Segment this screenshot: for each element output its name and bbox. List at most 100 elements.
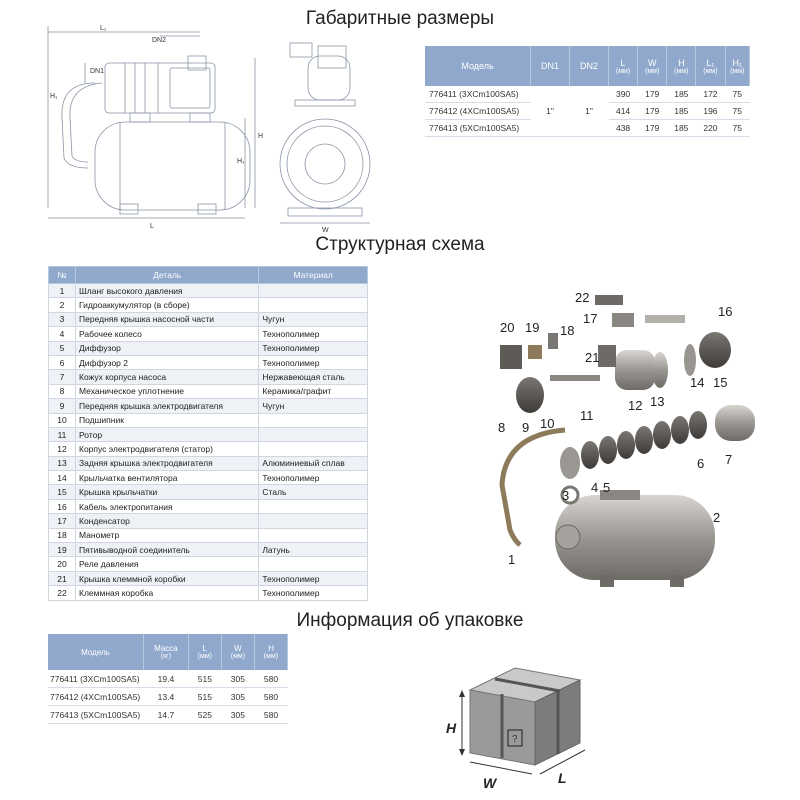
- parts-cell-part: Корпус электродвигателя (статор): [74, 441, 260, 457]
- exploded-label-17: 17: [583, 311, 598, 326]
- parts-cell-part: Передняя крышка электродвигателя: [74, 398, 260, 414]
- parts-cell-material: [258, 498, 368, 515]
- parts-cell-num: 3: [48, 311, 76, 328]
- pack-header-mass: Масса(кг): [143, 634, 189, 670]
- parts-cell-part: Шланг высокого давления: [74, 282, 260, 299]
- table-row: 776411 (3XCm100SA5) 19.4 515 305 580: [48, 670, 288, 688]
- motor-stator-illustration: [615, 350, 655, 390]
- parts-cell-material: Технополимер: [258, 585, 368, 601]
- exploded-label-20: 20: [500, 320, 515, 335]
- dim-header-w: W(мм): [637, 46, 668, 86]
- exploded-label-16: 16: [718, 304, 733, 319]
- dim-header-l: L(мм): [608, 46, 639, 86]
- parts-cell-material: Алюминиевый сплав: [258, 455, 368, 472]
- parts-cell-part: Гидроаккумулятор (в сборе): [74, 297, 260, 313]
- exploded-label-19: 19: [525, 320, 540, 335]
- parts-cell-num: 22: [48, 585, 76, 601]
- exploded-label-14: 14: [690, 375, 705, 390]
- table-row: 776412 (4XCm100SA5) 13.4 515 305 580: [48, 687, 288, 706]
- parts-cell-material: [258, 556, 368, 572]
- parts-cell-part: Диффузор 2: [74, 354, 260, 371]
- parts-cell-material: Технополимер: [258, 470, 368, 486]
- parts-cell-part: Кожух корпуса насоса: [74, 369, 260, 385]
- parts-cell-material: Латунь: [258, 542, 368, 558]
- dim-label-w: W: [322, 227, 329, 233]
- dim-label-dn1: DN1: [90, 68, 104, 75]
- dim-header-dn1: DN1: [530, 46, 570, 86]
- parts-cell-num: 6: [48, 354, 76, 371]
- parts-cell-part: Крышка крыльчатки: [74, 484, 260, 500]
- parts-cell-material: Чугун: [258, 398, 368, 414]
- dim-label-h1: H₁: [237, 158, 245, 165]
- parts-cell-material: [258, 297, 368, 313]
- parts-cell-part: Подшипник: [74, 412, 260, 428]
- dim-label-h: H: [258, 133, 263, 140]
- parts-cell-num: 9: [48, 398, 76, 414]
- parts-cell-material: [258, 527, 368, 544]
- exploded-label-7: 7: [725, 452, 733, 467]
- parts-cell-material: [258, 412, 368, 428]
- exploded-label-10: 10: [540, 416, 555, 431]
- parts-cell-part: Конденсатор: [74, 513, 260, 529]
- pump-casing-illustration: [715, 405, 755, 441]
- dim-header-l1: L₁(мм): [695, 46, 726, 86]
- parts-cell-part: Крыльчатка вентилятора: [74, 470, 260, 486]
- parts-cell-material: [258, 513, 368, 529]
- parts-cell-num: 11: [48, 426, 76, 443]
- box-label-l: L: [558, 770, 567, 786]
- exploded-label-13: 13: [650, 394, 665, 409]
- pump-front-view-drawing: W: [279, 42, 371, 233]
- exploded-label-2: 2: [713, 510, 721, 525]
- parts-cell-num: 19: [48, 542, 76, 558]
- pack-header-l: L(мм): [188, 634, 222, 670]
- exploded-label-22: 22: [575, 290, 590, 305]
- exploded-label-3: 3: [562, 488, 570, 503]
- parts-cell-material: [258, 282, 368, 299]
- exploded-label-12: 12: [628, 398, 643, 413]
- parts-cell-num: 20: [48, 556, 76, 572]
- box-label-w: W: [483, 775, 497, 791]
- pump-side-view-drawing: L₁ DN2 DN1 H₁ H H₁ L: [47, 25, 263, 230]
- pack-header-h: H(мм): [254, 634, 289, 670]
- parts-cell-part: Задняя крышка электродвигателя: [74, 455, 260, 472]
- parts-header-number: №: [48, 266, 76, 284]
- box-label-h: H: [446, 720, 457, 736]
- parts-cell-num: 10: [48, 412, 76, 428]
- pack-header-model: Модель: [48, 634, 144, 670]
- parts-cell-part: Диффузор: [74, 340, 260, 356]
- parts-cell-part: Клеммная коробка: [74, 585, 260, 601]
- exploded-label-21: 21: [585, 350, 600, 365]
- exploded-label-6: 6: [697, 456, 705, 471]
- parts-cell-num: 17: [48, 513, 76, 529]
- parts-cell-part: Пятивыводной соединитель: [74, 542, 260, 558]
- parts-cell-part: Ротор: [74, 426, 260, 443]
- parts-cell-num: 13: [48, 455, 76, 472]
- exploded-label-9: 9: [522, 420, 530, 435]
- parts-cell-part: Рабочее колесо: [74, 326, 260, 342]
- dim-header-dn2: DN2: [569, 46, 609, 86]
- exploded-label-11: 11: [580, 408, 594, 423]
- exploded-label-1: 1: [508, 552, 516, 567]
- parts-cell-part: Реле давления: [74, 556, 260, 572]
- dim-label-h1-left: H₁: [50, 93, 58, 100]
- parts-cell-part: Манометр: [74, 527, 260, 544]
- parts-cell-material: Технополимер: [258, 340, 368, 356]
- dimensions-title: Габаритные размеры: [305, 8, 495, 29]
- diffusers-illustration: [581, 411, 707, 469]
- packaging-title: Информация об упаковке: [296, 610, 524, 631]
- parts-cell-material: [258, 426, 368, 443]
